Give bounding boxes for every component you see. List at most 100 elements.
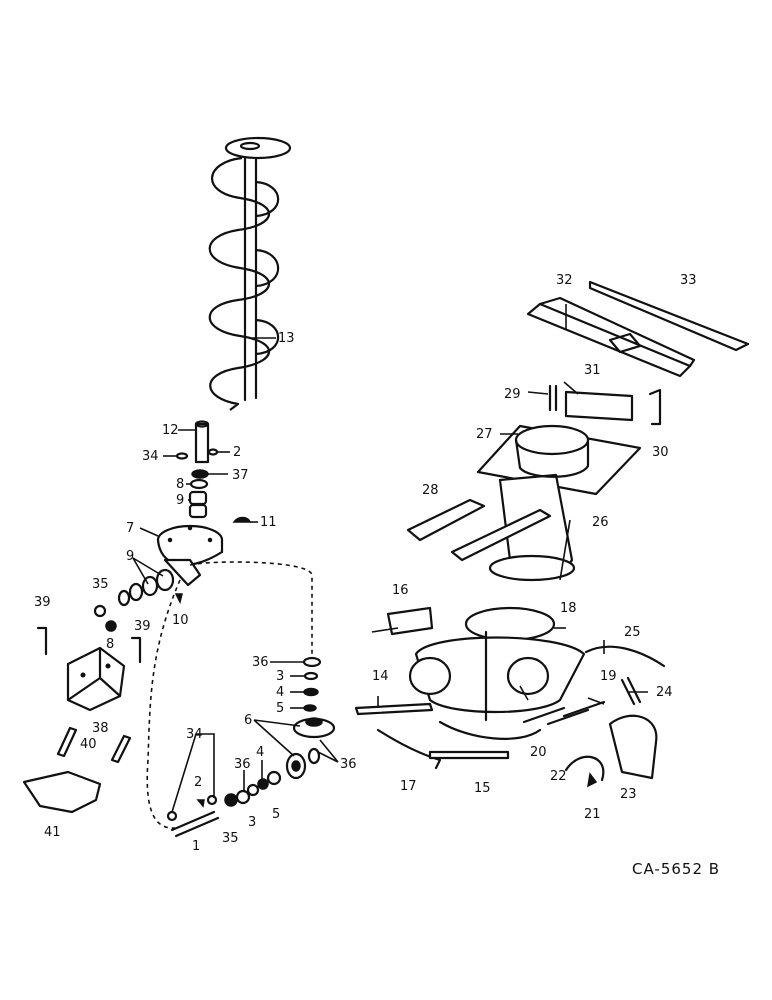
retainer-clip <box>587 772 598 788</box>
callout-6: 6 <box>244 713 252 728</box>
callout-31: 31 <box>584 363 601 378</box>
callout-12: 12 <box>162 423 179 438</box>
input-bearings <box>117 568 175 607</box>
callout-30: 30 <box>652 445 669 460</box>
callout-labels: 13 12 34 2 37 8 9 7 11 9 35 8 10 39 39 3… <box>34 273 720 878</box>
callout-34-upper: 34 <box>142 449 159 464</box>
input-seal <box>105 620 117 632</box>
callout-19: 19 <box>600 669 617 684</box>
bevel-gear-upper <box>292 717 336 739</box>
callout-22: 22 <box>550 769 567 784</box>
callout-38: 38 <box>92 721 109 736</box>
hopper-band <box>438 720 542 740</box>
callout-4-upper: 4 <box>276 685 284 700</box>
callout-27: 27 <box>476 427 493 442</box>
callout-3-lower: 3 <box>248 815 256 830</box>
cover-plate <box>386 606 434 636</box>
bar-17 <box>376 728 442 770</box>
callout-25: 25 <box>624 625 641 640</box>
shaft-clip-right <box>206 794 218 806</box>
callout-33: 33 <box>680 273 697 288</box>
clip-left <box>36 626 48 656</box>
callout-36-right: 36 <box>340 757 357 772</box>
grease-fitting <box>174 593 183 605</box>
retainer-ring <box>564 755 605 782</box>
callout-2-upper: 2 <box>233 445 241 460</box>
callout-29: 29 <box>504 387 521 402</box>
callout-16: 16 <box>392 583 409 598</box>
end-shield <box>608 714 658 780</box>
deflector-pin <box>548 384 558 412</box>
callout-21: 21 <box>584 807 601 822</box>
callout-2-lower: 2 <box>194 775 202 790</box>
deflector-plate <box>564 390 634 422</box>
callout-36-upper: 36 <box>252 655 269 670</box>
callout-7: 7 <box>126 521 134 536</box>
callout-11: 11 <box>260 515 277 530</box>
spout-brackets <box>406 498 552 562</box>
callout-18: 18 <box>560 601 577 616</box>
lower-row-3 <box>246 783 260 797</box>
lower-spacer-3 <box>303 671 319 681</box>
callout-41: 41 <box>44 825 61 840</box>
callout-9-upper: 9 <box>176 493 184 508</box>
upper-seal <box>191 469 209 479</box>
callout-28: 28 <box>422 483 439 498</box>
callout-35-lower: 35 <box>222 831 239 846</box>
callout-13: 13 <box>278 331 295 346</box>
bar-20 <box>522 706 566 724</box>
callout-10: 10 <box>172 613 189 628</box>
callout-39-right: 39 <box>134 619 151 634</box>
callout-37: 37 <box>232 468 249 483</box>
callout-8-upper: 8 <box>176 477 184 492</box>
callout-20: 20 <box>530 745 547 760</box>
callout-36-lower: 36 <box>234 757 251 772</box>
deflector-clip <box>648 388 662 426</box>
spout-tube <box>476 424 642 582</box>
lower-row-36 <box>235 789 251 805</box>
gearbox-housing <box>156 524 224 587</box>
auger-flighting <box>208 136 292 411</box>
auger-shaft <box>194 420 210 464</box>
upper-washer <box>175 452 189 460</box>
callout-1: 1 <box>192 839 200 854</box>
callout-15: 15 <box>474 781 491 796</box>
callout-8-lower: 8 <box>106 637 114 652</box>
lower-row-35 <box>224 793 238 807</box>
hopper-strap <box>584 645 666 668</box>
drive-path <box>189 561 313 658</box>
callout-14: 14 <box>372 669 389 684</box>
lower-seal-4 <box>303 687 319 697</box>
bar-19 <box>546 700 606 726</box>
shaft-pin <box>196 799 205 808</box>
drawing-id: CA-5652 B <box>632 860 720 878</box>
mounting-bracket <box>66 646 126 712</box>
input-washer <box>93 604 107 618</box>
clip-right <box>130 636 142 664</box>
callout-34-lower: 34 <box>186 727 203 742</box>
callout-35-upper: 35 <box>92 577 109 592</box>
shaft-clip-left <box>166 810 178 822</box>
spout-cap <box>514 424 590 478</box>
upper-bearing <box>188 490 208 519</box>
bar-14 <box>354 702 434 716</box>
callout-32: 32 <box>556 273 573 288</box>
callout-9-lower: 9 <box>126 549 134 564</box>
callout-26: 26 <box>592 515 609 530</box>
callout-5-upper: 5 <box>276 701 284 716</box>
upper-pin <box>207 448 219 456</box>
callout-39-left: 39 <box>34 595 51 610</box>
shield-plate <box>22 770 102 814</box>
bar-15 <box>428 750 510 760</box>
lower-ring-5 <box>303 704 317 712</box>
callout-24: 24 <box>656 685 673 700</box>
support-rod <box>620 676 642 706</box>
gear-washer <box>307 747 321 765</box>
deflector-frame <box>526 280 750 378</box>
spacer-bars <box>56 726 132 764</box>
callout-5-lower: 5 <box>272 807 280 822</box>
woodruff-key <box>232 516 252 523</box>
callout-4-lower: 4 <box>256 745 264 760</box>
lower-washer-36 <box>302 656 322 668</box>
